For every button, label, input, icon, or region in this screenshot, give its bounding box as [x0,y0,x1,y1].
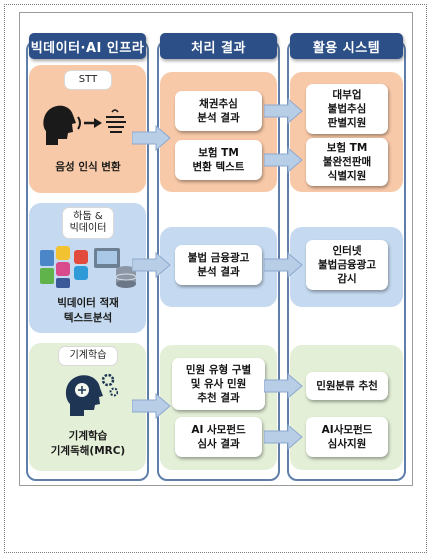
result-box-debt-collection: 채권추심 분석 결과 [175,91,262,131]
arrow-right-icon [132,125,171,151]
column-header-systems: 활용 시스템 [290,33,403,59]
tag-bigdata: 하둡 & 빅데이터 [62,207,114,239]
tag-stt: STT [64,70,112,90]
system-box-ad-monitoring: 인터넷 불법금융광고 감시 [306,240,388,290]
result-box-illegal-ads: 불법 금융광고 분석 결과 [175,245,262,285]
system-box-illegal-collection: 대부업 불법추심 판별지원 [306,84,388,134]
caption-stt: 음성 인식 변환 [55,161,121,173]
arrow-right-icon [132,393,171,419]
column-header-infra: 빅데이터·AI 인프라 [29,33,146,59]
system-box-complaint-recommend: 민원분류 추천 [306,372,388,400]
column-header-results: 처리 결과 [160,33,277,59]
caption-bigdata: 빅데이터 적재 텍스트분석 [57,297,119,324]
app-logos-icon [40,246,137,288]
result-box-insurance-tm: 보험 TM 변환 텍스트 [175,140,262,180]
tag-ml: 기계학습 [58,346,118,366]
system-box-ai-fund-review: AI사모펀드 심사지원 [306,417,388,457]
caption-ml: 기계학습 기계독해(MRC) [50,430,126,457]
brain-gears-head-icon [65,373,118,416]
arrow-right-icon [264,147,303,173]
system-box-mis-selling: 보험 TM 불완전판매 식별지원 [306,138,388,186]
arrow-right-icon [264,252,303,278]
arrow-right-icon [264,373,303,399]
arrow-right-icon [264,424,303,450]
result-box-complaint-type: 민원 유형 구별 및 유사 민원 추천 결과 [172,358,265,410]
page-frame [4,4,427,553]
speaking-head-icon [43,105,126,145]
diagram-frame [19,12,413,486]
arrow-right-icon [132,252,171,278]
result-box-ai-fund: AI 사모펀드 심사 결과 [175,417,262,457]
arrow-right-icon [264,98,303,124]
